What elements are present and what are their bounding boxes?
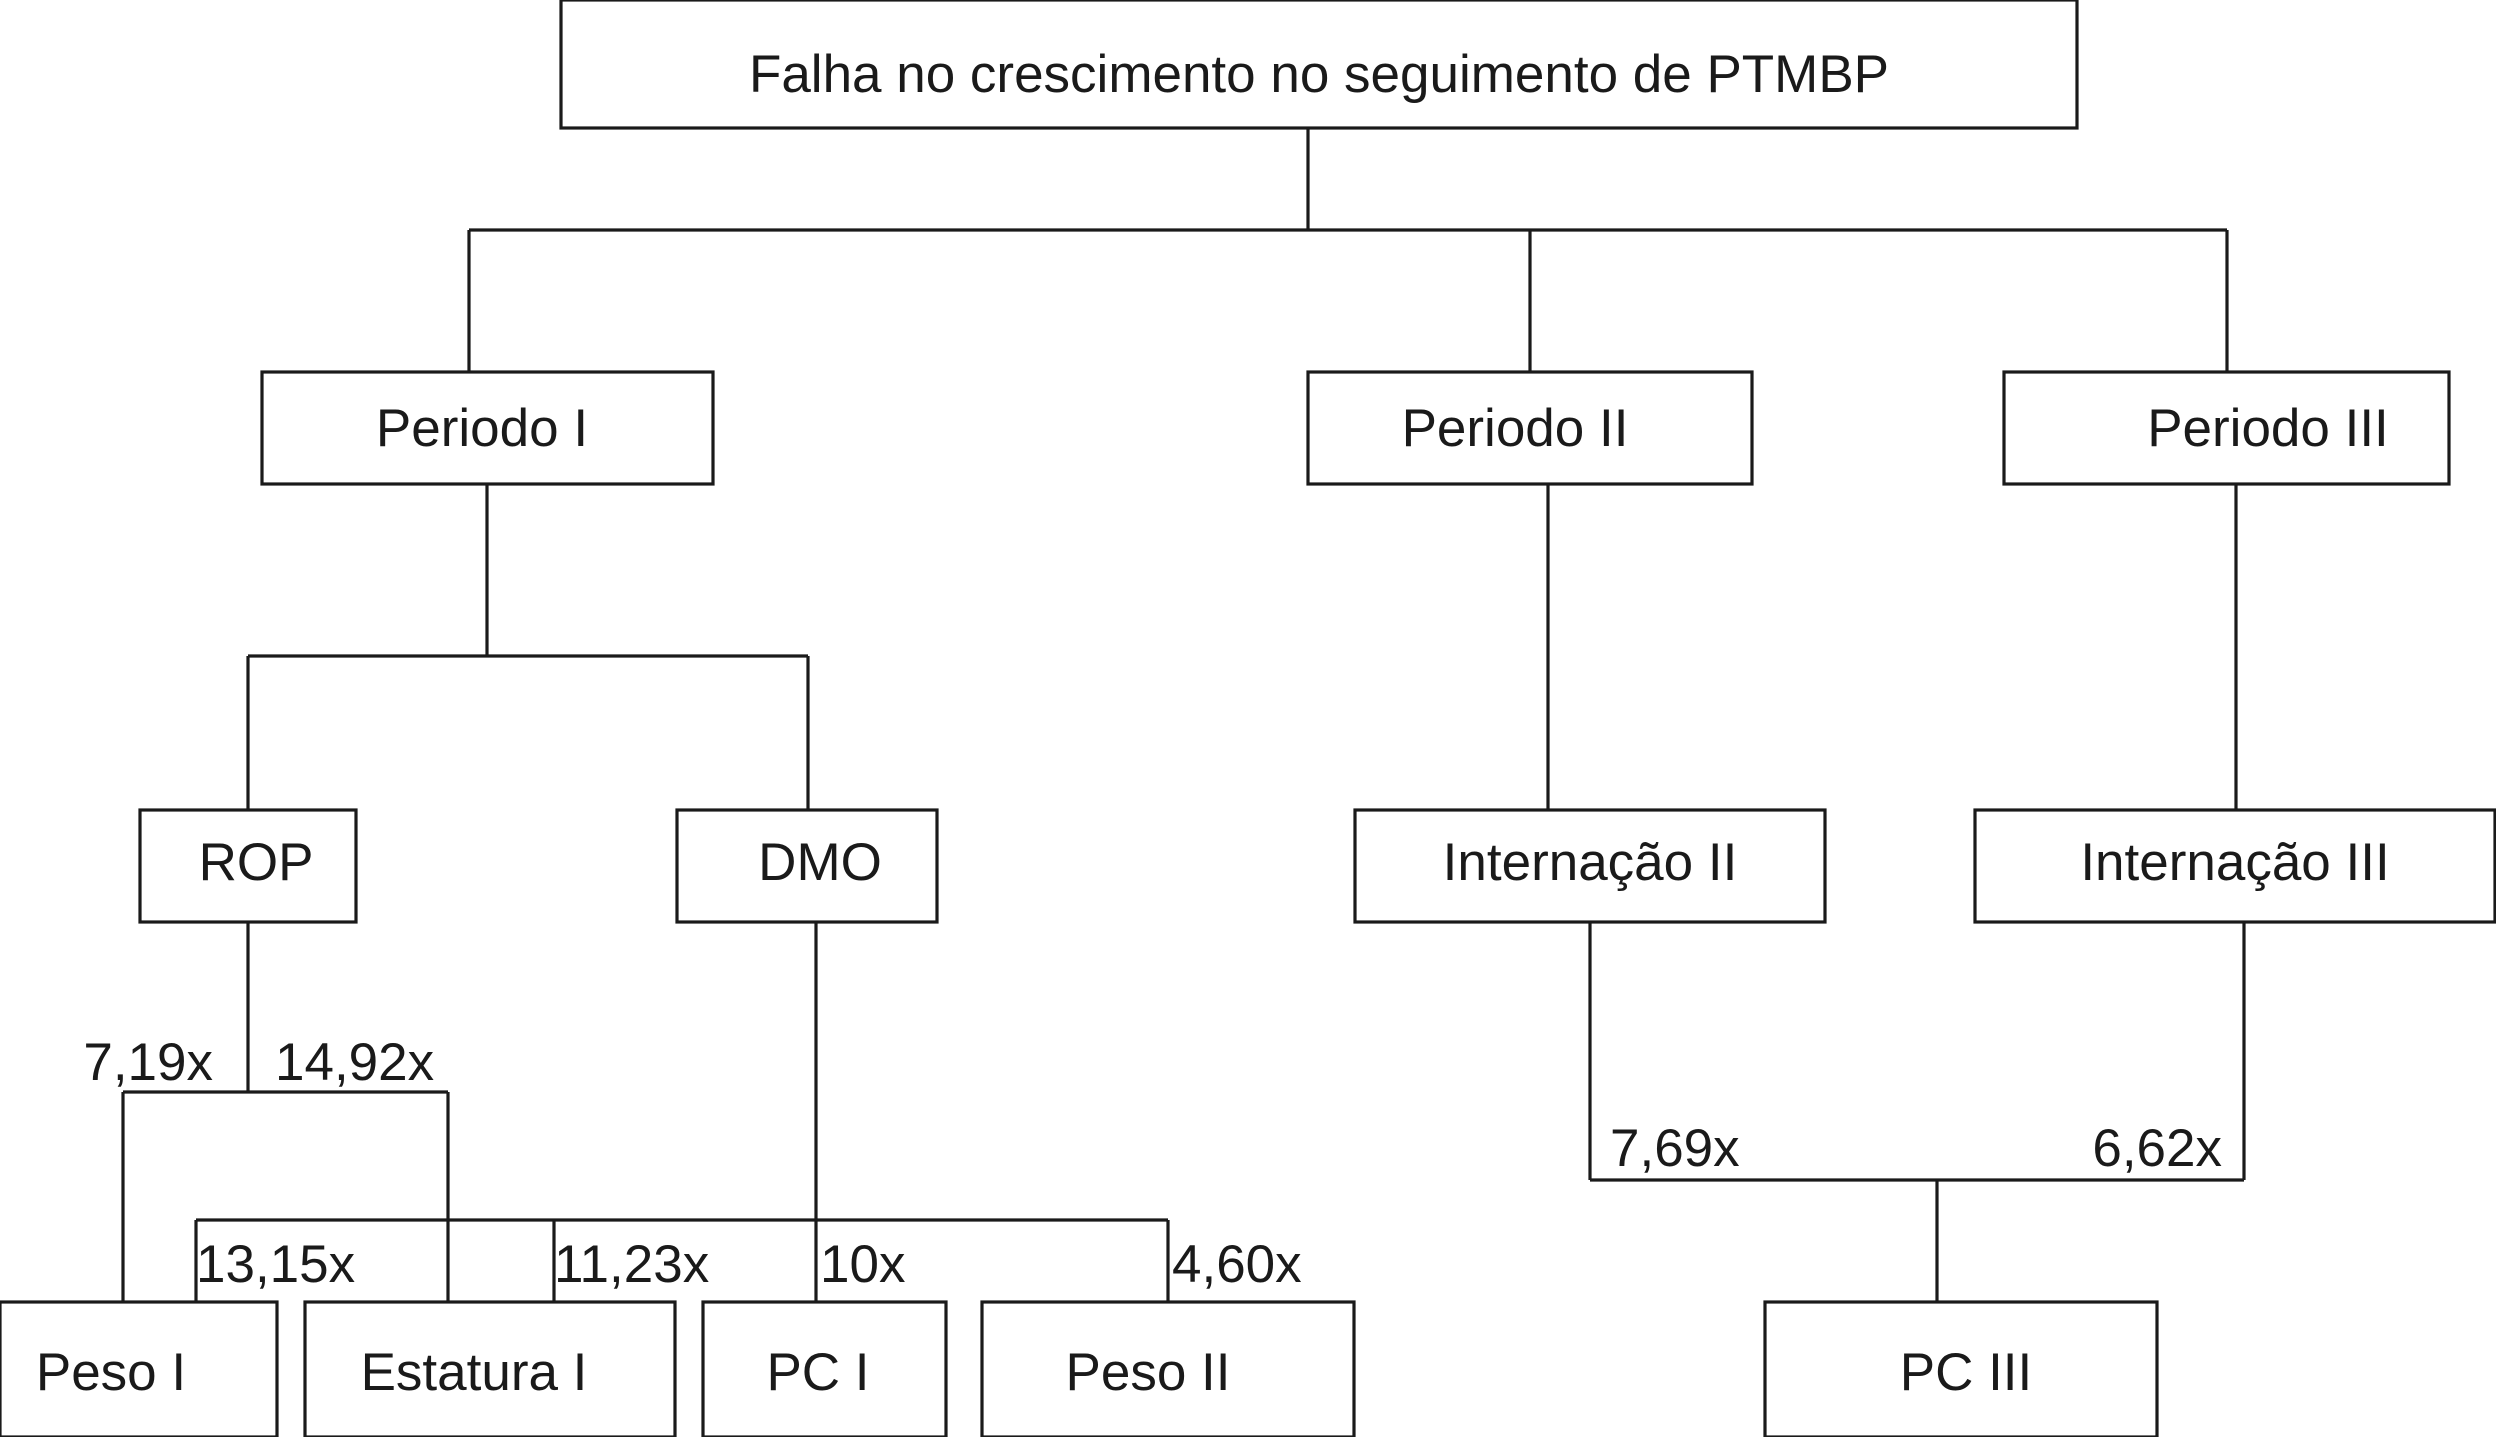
edge-label-dmo-peso-2: 4,60x xyxy=(1172,1235,1302,1294)
edge-label-dmo-estatura-1: 11,23x xyxy=(554,1235,709,1294)
node-peso-1-label: Peso I xyxy=(36,1343,186,1402)
node-periodo-3: Periodo III xyxy=(2002,370,2451,486)
node-rop-label: ROP xyxy=(199,833,314,892)
node-estatura-1-label: Estatura I xyxy=(361,1343,588,1402)
edge-label-rop-peso-1: 7,19x xyxy=(83,1033,213,1092)
node-pc-3: PC III xyxy=(1763,1300,2159,1437)
node-internacao-3: Internação III xyxy=(1973,808,2496,924)
edge-rop-outcomes xyxy=(121,922,450,1302)
node-periodo-1: Periodo I xyxy=(260,370,715,486)
node-periodo-2: Periodo II xyxy=(1306,370,1754,486)
node-pc-3-label: PC III xyxy=(1900,1343,2033,1402)
node-internacao-2: Internação II xyxy=(1353,808,1827,924)
node-pc-1: PC I xyxy=(701,1300,948,1437)
edge-periodo-1-children xyxy=(246,484,810,810)
edge-label-rop-estatura-1: 14,92x xyxy=(275,1033,434,1092)
node-rop: ROP xyxy=(138,808,358,924)
node-dmo: DMO xyxy=(675,808,939,924)
node-estatura-1: Estatura I xyxy=(303,1300,677,1437)
node-peso-2-label: Peso II xyxy=(1066,1343,1231,1402)
node-root-label: Falha no crescimento no seguimento de PT… xyxy=(749,45,1889,104)
node-internacao-2-label: Internação II xyxy=(1443,833,1738,892)
edge-internacao-pc-3 xyxy=(1588,922,2246,1302)
edge-label-dmo-peso-1: 13,15x xyxy=(196,1235,355,1294)
node-internacao-3-label: Internação III xyxy=(2080,833,2389,892)
edge-label-internacao-2-pc-3: 7,69x xyxy=(1610,1119,1740,1178)
node-pc-1-label: PC I xyxy=(766,1343,869,1402)
edge-root-periods xyxy=(467,128,2229,372)
node-peso-1: Peso I xyxy=(0,1300,279,1437)
node-periodo-1-label: Periodo I xyxy=(376,399,588,458)
edge-label-internacao-3-pc-3: 6,62x xyxy=(2092,1119,2222,1178)
edge-labels: 7,19x 14,92x 13,15x 11,23x 10x 4,60x 7,6… xyxy=(83,1033,2222,1294)
connectors xyxy=(121,128,2246,1302)
node-periodo-2-label: Periodo II xyxy=(1402,399,1629,458)
edge-dmo-outcomes xyxy=(194,922,1170,1302)
node-peso-2: Peso II xyxy=(980,1300,1356,1437)
node-periodo-3-label: Periodo III xyxy=(2147,399,2389,458)
edge-label-dmo-pc-1: 10x xyxy=(820,1235,905,1294)
node-root: Falha no crescimento no seguimento de PT… xyxy=(559,0,2079,130)
node-dmo-label: DMO xyxy=(758,833,882,892)
